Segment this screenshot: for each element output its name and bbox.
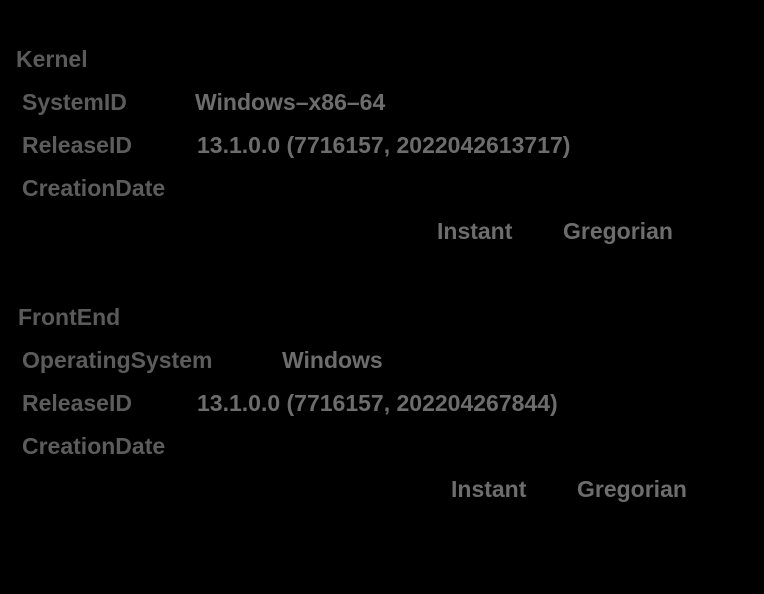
kernel-creation-date-label: CreationDate: [22, 175, 166, 201]
kernel-section-header: Kernel: [16, 46, 88, 72]
kernel-system-id-value: Windows–x86–64: [195, 89, 386, 115]
frontend-section-header: FrontEnd: [18, 304, 121, 330]
frontend-creation-date-label: CreationDate: [22, 433, 166, 459]
frontend-date-granularity-token: Instant: [451, 476, 527, 502]
kernel-system-id-label: SystemID: [22, 89, 127, 115]
kernel-release-id-label: ReleaseID: [22, 132, 132, 158]
kernel-release-id-value: 13.1.0.0 (7716157, 2022042613717): [197, 132, 571, 158]
frontend-operating-system-label: OperatingSystem: [22, 347, 213, 373]
frontend-date-calendar-token: Gregorian: [577, 476, 687, 502]
frontend-operating-system-value: Windows: [282, 347, 383, 373]
frontend-release-id-label: ReleaseID: [22, 390, 132, 416]
kernel-date-calendar-token: Gregorian: [563, 218, 673, 244]
kernel-date-granularity-token: Instant: [437, 218, 513, 244]
frontend-release-id-value: 13.1.0.0 (7716157, 202204267844): [197, 390, 558, 416]
